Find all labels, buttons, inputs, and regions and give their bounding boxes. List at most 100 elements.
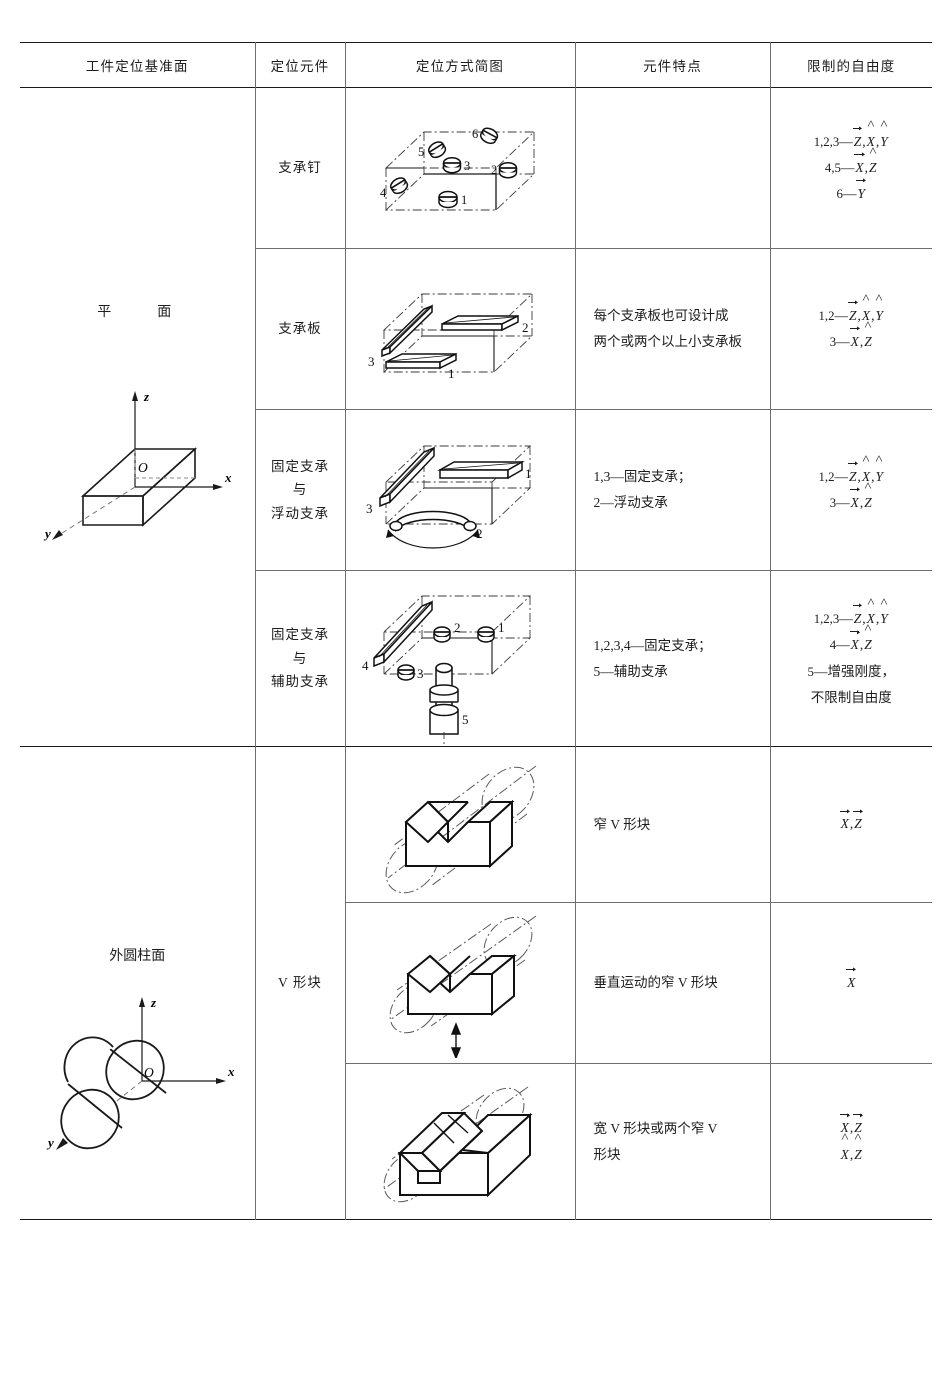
feature-text: 垂直运动的窄 V 形块 <box>593 975 718 991</box>
bottom-rule <box>255 1219 345 1220</box>
header-feature: 元件特点 <box>574 42 771 88</box>
bottom-rule <box>769 1219 932 1220</box>
svg-text:z: z <box>143 389 150 404</box>
diagram-cell: 1 2 3 <box>344 409 576 571</box>
pin-label-4: 4 <box>380 186 387 200</box>
table-row: 平 面 z x <box>20 87 933 747</box>
pin-label-1: 1 <box>461 193 467 207</box>
base-surface-cylinder-cell: 外圆柱面 z x <box>20 746 256 1220</box>
support-label-3: 3 <box>366 501 373 516</box>
diagram-cell <box>344 746 576 903</box>
table-row: 宽 V 形块或两个窄 V形块 X,ZX,Z <box>20 1063 933 1220</box>
dof-text: 1,2,3—Z,X,Y4,5—X,Z6—Y <box>771 124 933 208</box>
moving-narrow-v-block-diagram <box>346 908 575 1058</box>
svg-text:O: O <box>138 460 148 475</box>
wide-v-block-diagram <box>346 1071 575 1213</box>
dof-cell: X,ZX,Z <box>769 1063 933 1220</box>
feature-text: 每个支承板也可设计成两个或两个以上小支承板 <box>593 308 743 349</box>
locating-methods-table: 工件定位基准面 定位元件 定位方式简图 元件特点 限制的自由度 平 面 <box>20 42 932 1220</box>
dof-cell: 1,2—Z,X,Y3—X,Z <box>769 248 933 410</box>
dof-cell: X <box>769 902 933 1064</box>
dof-text: X <box>771 965 933 996</box>
table-row: 外圆柱面 z x <box>20 746 933 1220</box>
element-label-cell: 固定支承与浮动支承 <box>254 409 346 571</box>
cylinder-axis-diagram: z x y <box>22 971 252 1171</box>
six-pin-block-diagram: 1 2 3 4 5 6 <box>346 98 575 238</box>
pin-label-6: 6 <box>472 127 478 141</box>
pin-label-3: 3 <box>464 159 470 173</box>
diagram-cell: 1 2 3 4 5 6 <box>344 87 576 249</box>
dof-text: X,Z <box>771 807 933 837</box>
element-fixed-auxiliary-label: 固定支承与辅助支承 <box>271 627 329 690</box>
base-surface-cylinder-label: 外圆柱面 <box>109 949 166 964</box>
diagram-cell <box>344 1063 576 1220</box>
feature-cell: 垂直运动的窄 V 形块 <box>574 902 771 1064</box>
svg-text:y: y <box>46 1135 54 1150</box>
header-base-surface: 工件定位基准面 <box>20 42 256 88</box>
svg-text:x: x <box>224 470 232 485</box>
base-surface-plane-label: 平 面 <box>97 304 178 320</box>
element-fixed-floating-label: 固定支承与浮动支承 <box>271 458 329 521</box>
header-diagram: 定位方式简图 <box>344 42 576 88</box>
element-label-cell: 支承板 <box>254 248 346 410</box>
header-locating-element: 定位元件 <box>254 42 346 88</box>
table-row: 固定支承与浮动支承 <box>20 409 933 571</box>
table-row: 固定支承与辅助支承 <box>20 570 933 747</box>
fixed-auxiliary-support-diagram: 1 2 3 4 5 <box>346 574 575 744</box>
element-label-cell: V 形块 <box>254 746 346 1220</box>
three-plate-block-diagram: 1 2 3 <box>346 262 575 397</box>
dof-cell: 1,2,3—Z,X,Y4—X,Z5—增强刚度，不限制自由度 <box>769 570 933 747</box>
dof-text: 1,2—Z,X,Y3—X,Z <box>771 298 933 356</box>
pin-label-2: 2 <box>491 163 497 177</box>
table-bottom-rule-row <box>20 1219 932 1220</box>
plate-label-1: 1 <box>448 366 455 381</box>
feature-cell: 每个支承板也可设计成两个或两个以上小支承板 <box>574 248 771 410</box>
support-label-3: 3 <box>417 666 424 681</box>
feature-cell: 1,3—固定支承；2—浮动支承 <box>574 409 771 571</box>
diagram-cell: 1 2 3 4 5 <box>344 570 576 747</box>
feature-text: 窄 V 形块 <box>593 816 651 832</box>
dof-cell: 1,2—Z,X,Y3—X,Z <box>769 409 933 571</box>
svg-text:x: x <box>227 1064 235 1079</box>
dof-cell: X,Z <box>769 746 933 903</box>
element-v-block-label: V 形块 <box>278 975 322 991</box>
bottom-rule <box>575 1219 770 1220</box>
support-label-2: 2 <box>476 526 483 541</box>
support-label-2: 2 <box>454 620 461 635</box>
dof-text: 1,2,3—Z,X,Y4—X,Z5—增强刚度，不限制自由度 <box>771 601 933 711</box>
svg-text:z: z <box>150 995 157 1010</box>
support-label-5: 5 <box>462 712 469 727</box>
support-label-1: 1 <box>498 620 505 635</box>
dof-text: 1,2—Z,X,Y3—X,Z <box>771 459 933 517</box>
plate-label-2: 2 <box>522 320 529 335</box>
header-dof: 限制的自由度 <box>769 42 932 88</box>
diagram-cell <box>344 902 576 1064</box>
dof-text: X,ZX,Z <box>771 1111 933 1168</box>
element-label-cell: 支承钉 <box>254 87 346 249</box>
diagram-cell: 1 2 3 <box>344 248 576 410</box>
base-surface-plane-cell: 平 面 z x <box>20 87 256 747</box>
element-support-plate-label: 支承板 <box>278 321 322 337</box>
feature-cell <box>574 87 771 249</box>
plate-label-3: 3 <box>368 354 375 369</box>
svg-text:y: y <box>43 526 51 541</box>
svg-text:O: O <box>144 1065 154 1080</box>
bottom-rule <box>345 1219 575 1220</box>
dof-cell: 1,2,3—Z,X,Y4,5—X,Z6—Y <box>769 87 933 249</box>
element-label-cell: 固定支承与辅助支承 <box>254 570 346 747</box>
pin-label-5: 5 <box>418 145 424 159</box>
narrow-v-block-diagram <box>346 754 575 896</box>
bottom-rule <box>20 1219 256 1220</box>
feature-cell: 1,2,3,4—固定支承；5—辅助支承 <box>574 570 771 747</box>
feature-text: 1,3—固定支承；2—浮动支承 <box>593 469 692 510</box>
support-label-1: 1 <box>525 466 532 481</box>
feature-text: 1,2,3,4—固定支承；5—辅助支承 <box>593 637 712 679</box>
support-label-4: 4 <box>362 658 369 673</box>
table-row: 垂直运动的窄 V 形块 X <box>20 902 933 1064</box>
table-row: 支承板 <box>20 248 933 410</box>
table-header-row: 工件定位基准面 定位元件 定位方式简图 元件特点 限制的自由度 <box>20 42 932 88</box>
feature-cell: 窄 V 形块 <box>574 746 771 903</box>
